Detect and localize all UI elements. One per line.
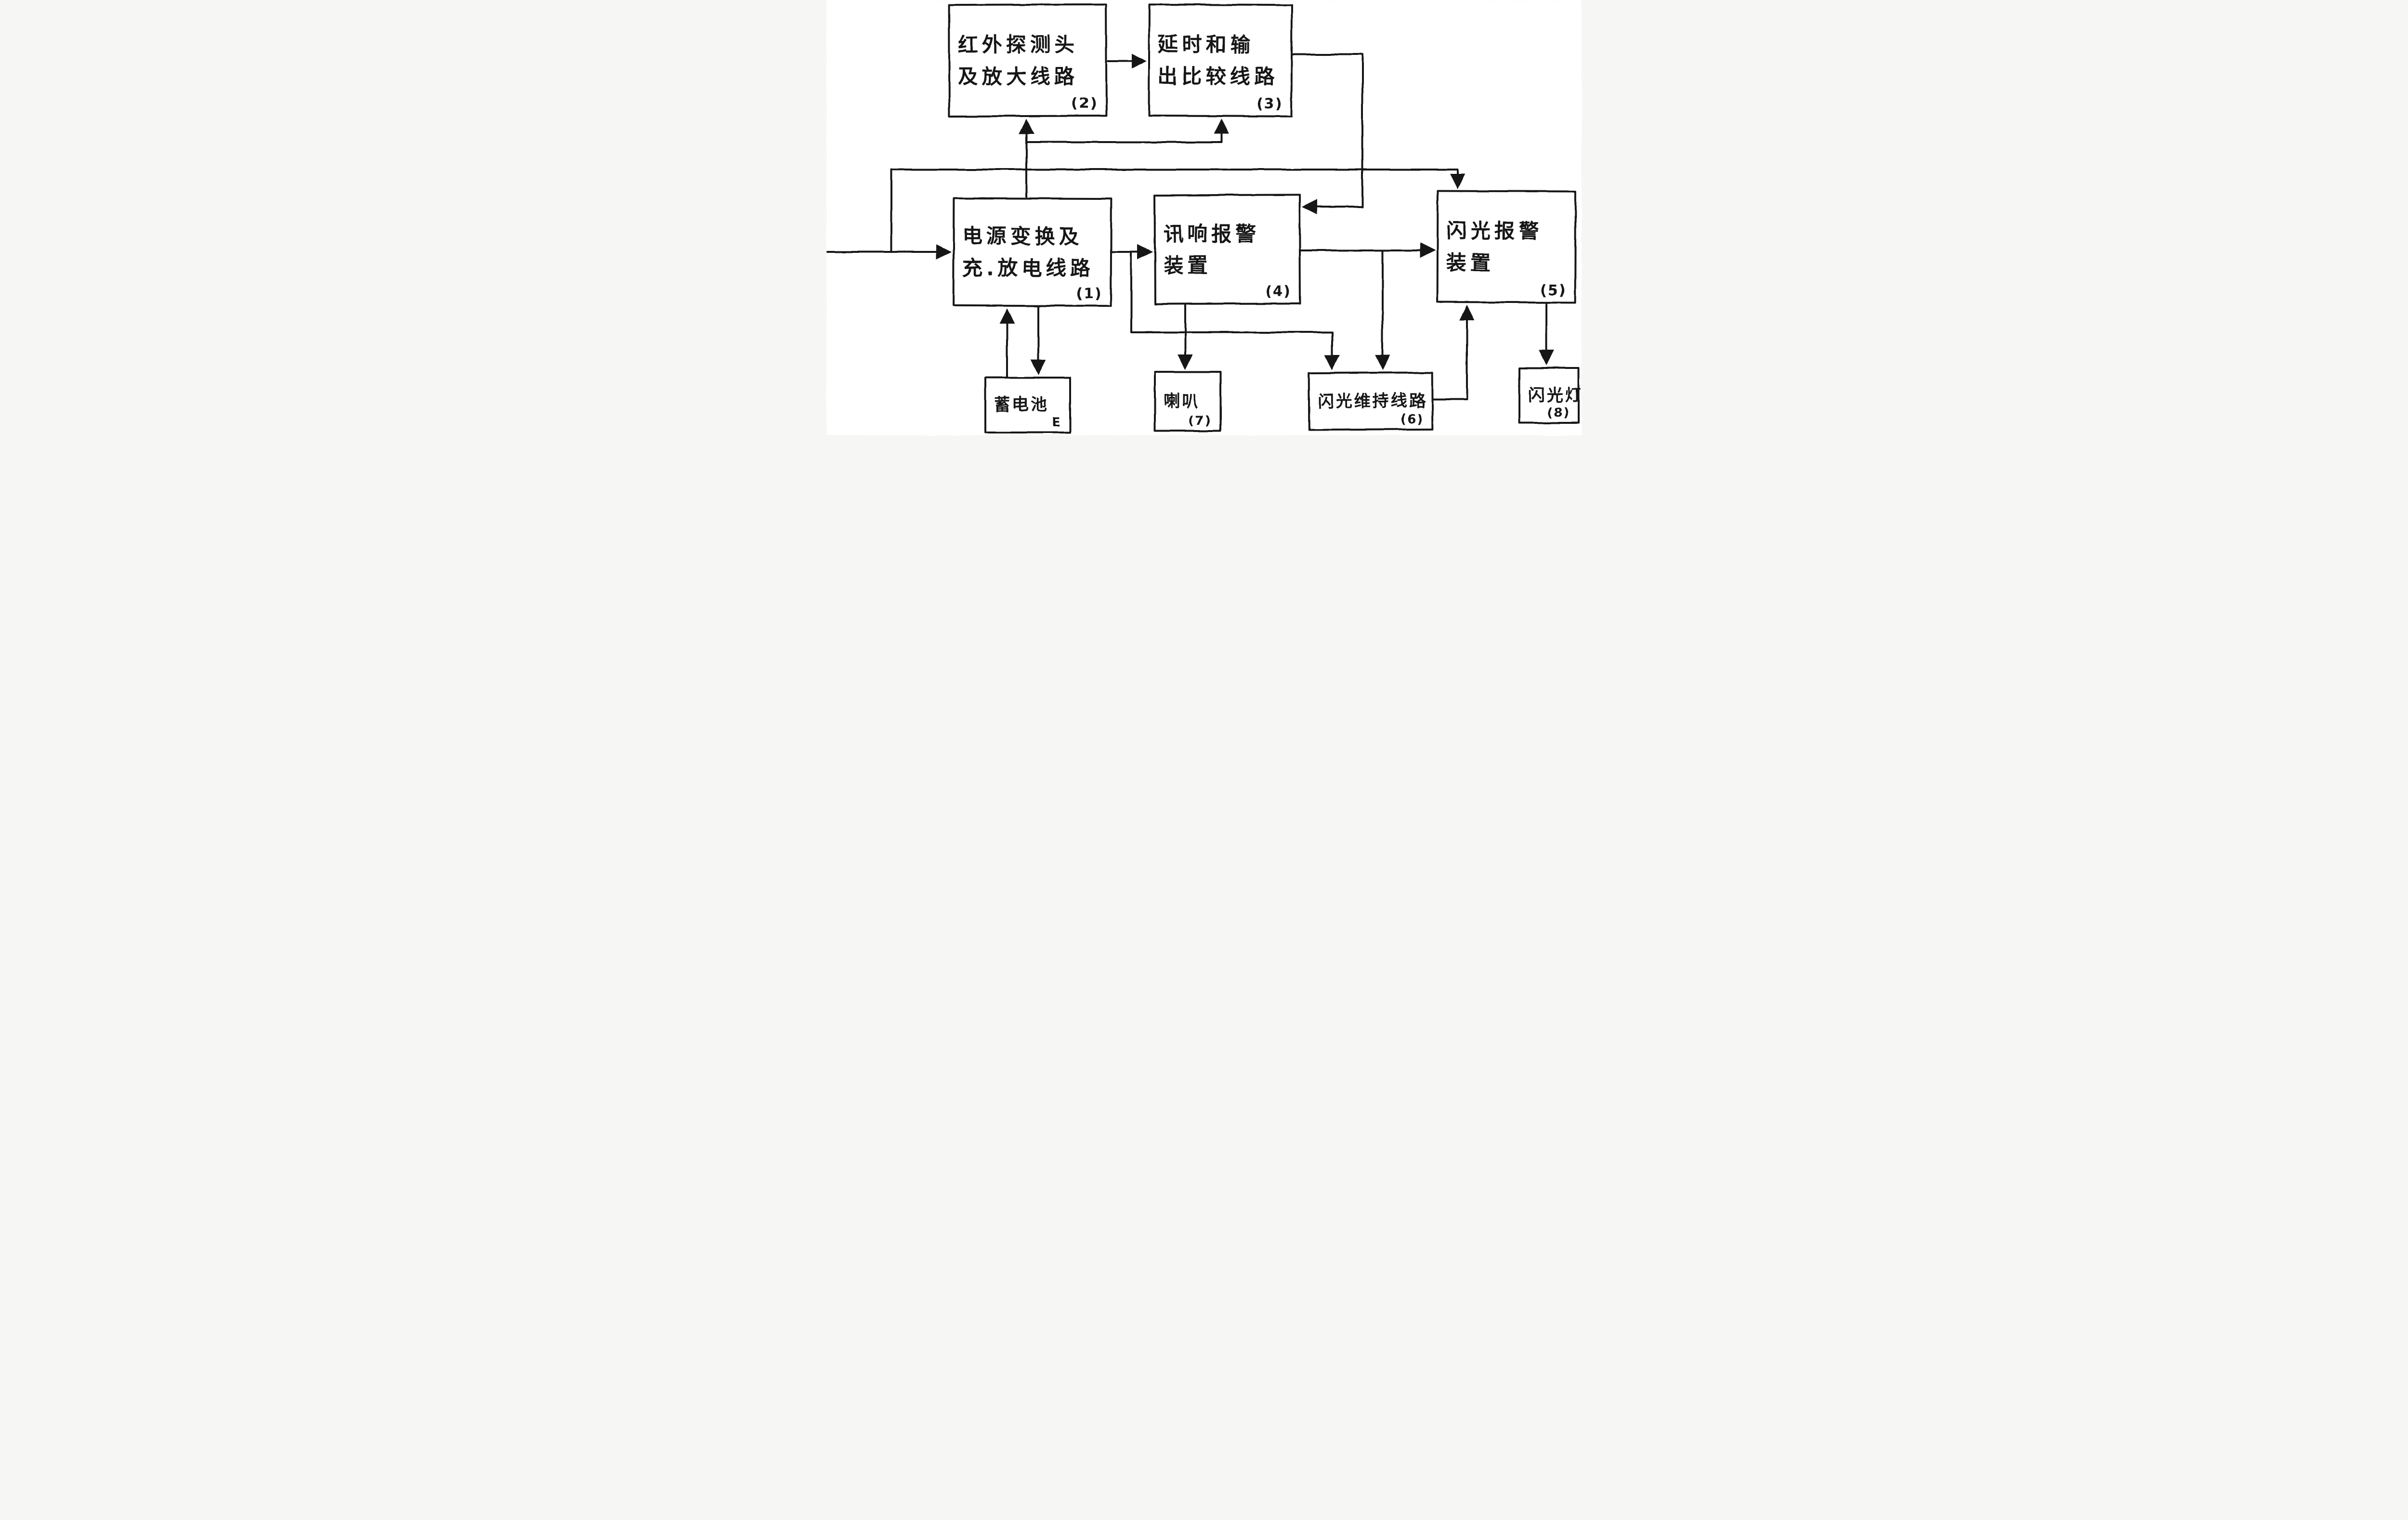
block-number: (4) [1265, 283, 1292, 300]
block-label: 装置 [1446, 250, 1494, 275]
connector-maintain-to-flashalarm [1432, 305, 1475, 401]
block-number: (7) [1189, 414, 1212, 428]
block-label: 电源变换及 [962, 224, 1083, 249]
block-flash-alarm: 闪光报警 装置 (5) [1436, 190, 1577, 304]
block-number: (5) [1540, 282, 1567, 299]
block-label: 闪光灯 [1528, 385, 1582, 405]
block-label: 装置 [1164, 253, 1212, 277]
block-battery: 蓄电池 E [984, 377, 1071, 433]
block-number: (2) [1071, 95, 1098, 112]
block-label: 出比较线路 [1157, 64, 1278, 89]
block-flash-lamp: 闪光灯 (8) [1518, 367, 1582, 424]
block-label: 充.放电线路 [962, 255, 1094, 280]
block-infrared-detector: 红外探测头 及放大线路 (2) [948, 3, 1108, 118]
block-label: 喇叭 [1164, 392, 1200, 411]
block-label: 红外探测头 [957, 33, 1078, 57]
block-horn: 喇叭 (7) [1154, 371, 1221, 432]
block-flash-maintain: 闪光维持线路 (6) [1308, 371, 1434, 431]
connector-power-to-delay [1025, 118, 1229, 143]
block-power-conversion: 电源变换及 充.放电线路 (1) [952, 197, 1112, 307]
block-label: 延时和输 [1158, 32, 1255, 57]
block-label: 讯响报警 [1163, 222, 1260, 246]
block-number: (1) [1076, 285, 1102, 302]
block-delay-output-compare: 延时和输 出比较线路 (3) [1148, 3, 1293, 118]
block-label: 及放大线路 [958, 64, 1079, 89]
block-diagram-canvas: 红外探测头 及放大线路 (2) 延时和输 出比较线路 (3) 电源变换及 充.放… [826, 0, 1582, 435]
block-number: (6) [1400, 412, 1424, 427]
block-number: E [1052, 415, 1061, 430]
block-sound-alarm: 讯响报警 装置 (4) [1153, 194, 1301, 305]
block-label: 蓄电池 [994, 395, 1049, 415]
block-number: (8) [1547, 406, 1570, 420]
block-label: 闪光维持线路 [1317, 391, 1428, 411]
block-number: (3) [1256, 95, 1283, 113]
connector-delay-to-sound [1291, 53, 1363, 215]
block-label: 闪光报警 [1446, 219, 1543, 243]
